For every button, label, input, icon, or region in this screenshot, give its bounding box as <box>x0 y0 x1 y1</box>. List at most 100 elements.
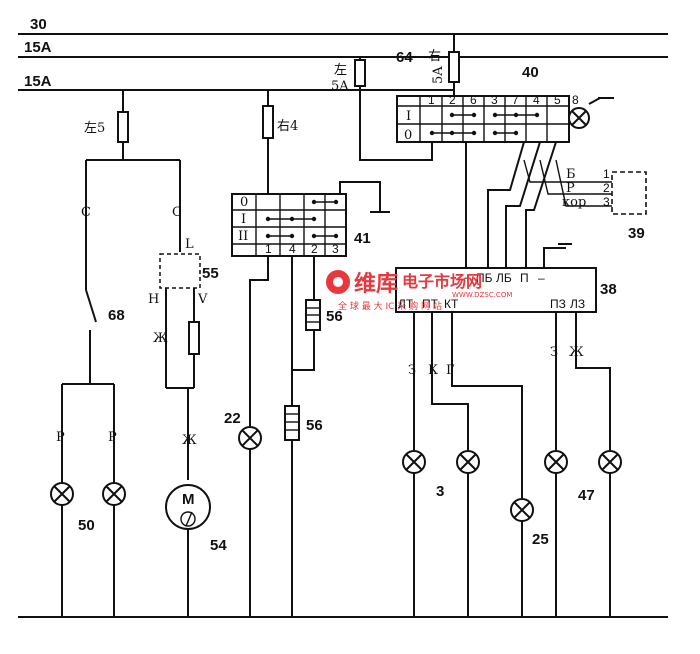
sw40-col-6: 6 <box>470 93 477 107</box>
sw40-row-0: 0 <box>404 128 412 143</box>
switch-40 <box>396 95 570 143</box>
fuse-right5a-bot: 5A <box>431 66 446 84</box>
wire <box>249 256 269 426</box>
comp-55-label: 55 <box>202 265 219 282</box>
wire <box>505 141 541 268</box>
wire <box>555 159 612 207</box>
wire-label-zh2: Ж <box>182 433 197 448</box>
comp-3-label: 3 <box>436 483 444 500</box>
relay-h-label: H <box>148 292 159 307</box>
unit-38 <box>395 267 597 313</box>
relay-55 <box>159 253 201 289</box>
relay-v-label: V <box>197 292 208 307</box>
rail-15a-top-label: 15A <box>24 39 52 56</box>
wire-label-zh1: Ж <box>153 331 168 346</box>
wire <box>292 330 315 371</box>
unit38-lb: ЛБ <box>496 271 512 285</box>
unit38-lt: ЛТ <box>398 297 414 311</box>
rail-15a-bottom-label: 15A <box>24 73 52 90</box>
wire-label-p1: Р <box>56 430 65 445</box>
conn39-b: Б <box>566 167 576 182</box>
fuse-right4 <box>262 105 274 139</box>
unit38-lz: ЛЗ <box>570 297 585 311</box>
sw40-col-8: 8 <box>572 93 579 107</box>
fuse-left5 <box>117 111 129 143</box>
watermark-url: WWW.DZSC.COM <box>452 291 512 299</box>
comp-47-label: 47 <box>578 487 595 504</box>
resistor-56-lower <box>284 405 300 441</box>
sw41-col-3: 3 <box>332 242 339 256</box>
resistor <box>188 321 200 355</box>
lamp-icon <box>102 482 126 506</box>
watermark-logo: 维库 <box>354 271 398 297</box>
rail-30-label: 30 <box>30 16 47 33</box>
conn39-n3: 3 <box>603 195 610 209</box>
lamp-icon <box>456 450 480 474</box>
wire <box>525 141 557 268</box>
wire-label-z1: З <box>408 363 416 378</box>
conn39-n2: 2 <box>603 181 610 195</box>
connector-39 <box>611 171 647 215</box>
fuse-right4-label: 右4 <box>277 119 298 134</box>
conn39-r: Р <box>566 181 575 196</box>
watermark-logo-icon <box>326 270 350 294</box>
comp-25-label: 25 <box>532 531 549 548</box>
sw41-col-4: 4 <box>289 242 296 256</box>
comp-56b-label: 56 <box>306 417 323 434</box>
wire <box>575 312 611 450</box>
sw41-row-0: 0 <box>240 195 248 210</box>
wire <box>359 57 433 161</box>
comp-22-label: 22 <box>224 410 241 427</box>
fuse-right-5a <box>448 51 460 83</box>
switch-68 <box>85 289 97 323</box>
lamp-icon <box>238 426 262 450</box>
wire <box>431 312 469 450</box>
comp-54-label: 54 <box>210 537 227 554</box>
fuse-left5a-top: 左 <box>334 63 347 78</box>
comp-64-label: 64 <box>396 49 413 66</box>
wire-label-p2: Р <box>108 430 117 445</box>
wire <box>487 141 525 268</box>
unit38-kt: КТ <box>444 297 459 311</box>
wire-label-zh3: Ж <box>569 345 584 360</box>
sw40-col-7: 7 <box>512 93 519 107</box>
fuse-left5a-bot: 5A <box>331 79 349 94</box>
fuse-left5-label: 左5 <box>84 121 105 136</box>
watermark-slogan: 全 球 最 大 IC 采 购 网 站 <box>338 300 442 312</box>
sw40-row-i: I <box>406 109 411 124</box>
sw41-col-2: 2 <box>311 242 318 256</box>
wire-label-c: С <box>81 205 91 220</box>
unit38-p: П <box>520 271 529 285</box>
sw40-col-3: 3 <box>491 93 498 107</box>
relay-l-label: L <box>185 237 194 252</box>
wire <box>539 159 612 195</box>
wire <box>543 247 566 268</box>
lamp-icon <box>544 450 568 474</box>
lamp-icon <box>402 450 426 474</box>
wire <box>451 312 523 498</box>
comp-39-label: 39 <box>628 225 645 242</box>
sw40-col-5: 5 <box>554 93 561 107</box>
sw41-row-1: I <box>241 212 246 227</box>
unit38-plus: + <box>464 271 471 285</box>
wire-label-c2: С <box>172 205 182 220</box>
lamp-icon <box>50 482 74 506</box>
sw40-col-4: 4 <box>533 93 540 107</box>
watermark-title: 电子市场网 <box>402 272 482 291</box>
unit38-pb: ПБ <box>476 271 493 285</box>
sw40-col-1: 1 <box>428 93 435 107</box>
comp-40-label: 40 <box>522 64 539 81</box>
comp-68-label: 68 <box>108 307 125 324</box>
fuse-left-5a <box>354 59 366 87</box>
conn39-kor: кор <box>562 195 586 210</box>
conn39-n1: 1 <box>603 167 610 181</box>
switch-41 <box>231 193 347 257</box>
unit38-pz: ПЗ <box>550 297 566 311</box>
unit38-minus: – <box>538 271 545 285</box>
sw41-col-1: 1 <box>265 242 272 256</box>
fuse-right5a-top: 右 <box>428 49 441 64</box>
unit38-pt: ПТ <box>422 297 439 311</box>
comp-56a-label: 56 <box>326 308 343 325</box>
resistor-56-upper <box>305 299 321 331</box>
